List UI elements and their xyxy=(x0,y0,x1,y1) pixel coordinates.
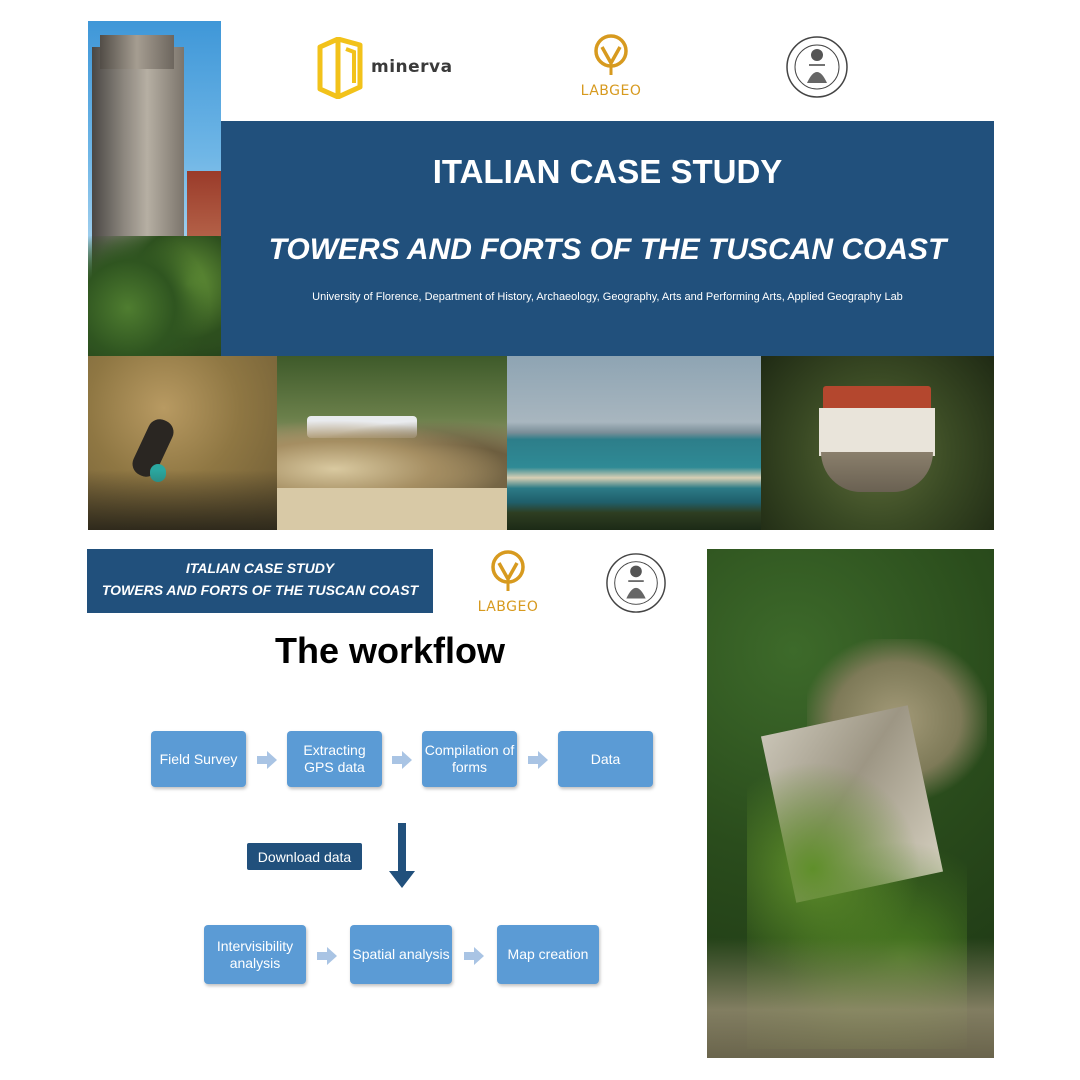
tower-photo xyxy=(88,21,221,356)
house-shape xyxy=(819,408,935,456)
labgeo-wordmark: LABGEO xyxy=(477,599,539,615)
tower-top-shape xyxy=(100,35,174,69)
fort-base-shape xyxy=(821,452,933,492)
download-data-label: Download data xyxy=(247,843,362,870)
small-banner-title: ITALIAN CASE STUDY xyxy=(185,560,335,576)
labgeo-wordmark: LABGEO xyxy=(580,83,642,99)
drone-photo xyxy=(277,356,507,530)
coast-photo xyxy=(507,356,761,530)
university-seal-icon xyxy=(606,553,666,613)
ground-shape xyxy=(277,488,507,530)
step-field-survey: Field Survey xyxy=(151,731,246,787)
workflow-heading: The workflow xyxy=(274,630,505,671)
soil-shape xyxy=(707,938,994,1058)
title-banner: ITALIAN CASE STUDY TOWERS AND FORTS OF T… xyxy=(221,121,994,356)
banner-title: ITALIAN CASE STUDY xyxy=(432,153,783,190)
roof-shape xyxy=(823,386,931,412)
arrow-right-icon xyxy=(464,947,484,965)
arrow-right-icon xyxy=(392,751,412,769)
step-extracting-gps: Extracting GPS data xyxy=(287,731,382,787)
arrow-right-icon xyxy=(317,947,337,965)
small-banner-subtitle: TOWERS AND FORTS OF THE TUSCAN COAST xyxy=(101,582,419,598)
university-seal-icon xyxy=(786,36,848,98)
step-intervisibility-analysis: Intervisibility analysis xyxy=(204,925,306,984)
step-compilation-forms: Compilation of forms xyxy=(422,731,517,787)
step-spatial-analysis: Spatial analysis xyxy=(350,925,452,984)
small-title-banner: ITALIAN CASE STUDY TOWERS AND FORTS OF T… xyxy=(87,549,433,613)
minerva-wordmark: minerva xyxy=(371,57,453,77)
labgeo-logo: LABGEO xyxy=(571,33,651,99)
minerva-logo: minerva xyxy=(316,36,452,100)
arrow-right-icon xyxy=(257,751,277,769)
step-data: Data xyxy=(558,731,653,787)
shadow-shape xyxy=(88,470,277,530)
villa-photo xyxy=(761,356,994,530)
labgeo-pin-icon xyxy=(491,550,525,591)
banner-affiliation: University of Florence, Department of Hi… xyxy=(312,291,903,303)
labgeo-pin-icon xyxy=(594,34,628,75)
banner-subtitle: TOWERS AND FORTS OF THE TUSCAN COAST xyxy=(268,233,947,266)
grass-shape xyxy=(277,420,507,490)
arrow-down-icon xyxy=(389,823,415,888)
arrow-right-icon xyxy=(528,751,548,769)
step-map-creation: Map creation xyxy=(497,925,599,984)
plants-shape xyxy=(88,236,221,356)
labgeo-logo-small: LABGEO xyxy=(468,549,548,615)
minerva-logo-icon xyxy=(317,36,363,100)
aerial-ground-photo xyxy=(88,356,277,530)
ruin-aerial-photo xyxy=(707,549,994,1058)
